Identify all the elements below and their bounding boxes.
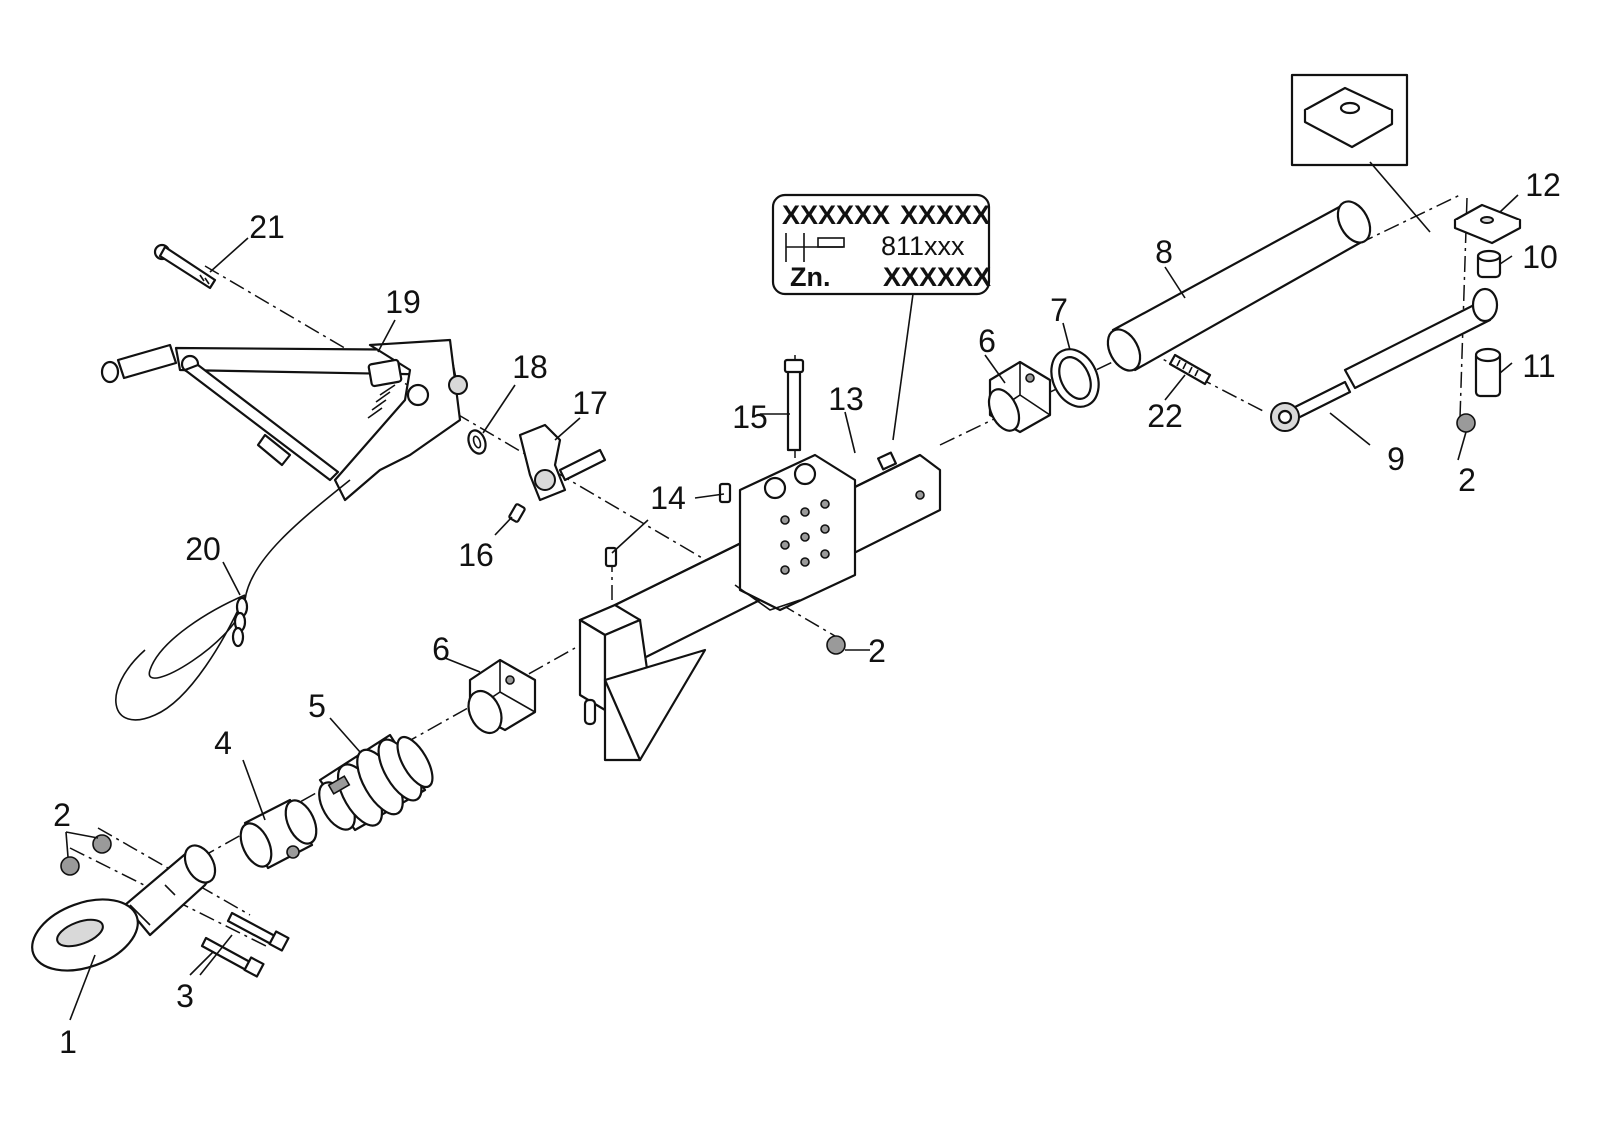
- callout-2-left: 2: [53, 797, 71, 833]
- threaded-pin-22: [1168, 353, 1212, 386]
- hand-lever: [100, 338, 468, 502]
- callout-10: 10: [1522, 239, 1558, 275]
- plate-12: [1453, 203, 1522, 245]
- type-plate-row1-right: XXXXX: [900, 200, 990, 230]
- bushing-10: [1476, 249, 1502, 279]
- frame-holes: [780, 490, 925, 575]
- type-plate: XXXXXX XXXXX 811xxx Zn. XXXXXX: [771, 193, 991, 441]
- type-plate-row3-left: Zn.: [790, 262, 831, 292]
- nut-center: [826, 635, 846, 655]
- type-plate-row3-right: XXXXXX: [883, 262, 991, 292]
- type-plate-row2-right: 811xxx: [881, 231, 965, 261]
- callout-2-center: 2: [868, 633, 886, 669]
- pull-rope: [115, 479, 351, 721]
- axis-pivot: [204, 265, 836, 637]
- callout-21: 21: [249, 209, 285, 245]
- locking-hook: [518, 423, 607, 502]
- tube: [1106, 200, 1372, 372]
- callout-2-right: 2: [1458, 462, 1476, 498]
- callout-numbers: 1 2 2 2 3 4 5 6 6 7 8 9 10 11 12 13 14 1…: [53, 167, 1561, 1060]
- axis-bolts-lower: [69, 847, 271, 949]
- leader-lines: [65, 194, 1519, 1021]
- callout-9: 9: [1387, 441, 1405, 477]
- callout-4: 4: [214, 725, 232, 761]
- callout-6-rear: 6: [978, 323, 996, 359]
- callout-1: 1: [59, 1024, 77, 1060]
- ring: [1050, 348, 1100, 408]
- gas-strut: [1270, 287, 1499, 432]
- callout-20: 20: [185, 531, 221, 567]
- callout-11: 11: [1522, 348, 1555, 384]
- bearing-block-rear: [987, 360, 1052, 434]
- axis-vertical-right: [1459, 197, 1468, 419]
- callout-12: 12: [1525, 167, 1561, 203]
- callout-16: 16: [458, 537, 494, 573]
- callout-17: 17: [572, 385, 608, 421]
- type-plate-row1-left: XXXXXX: [782, 200, 890, 230]
- long-bolt: [783, 358, 805, 452]
- callout-3: 3: [176, 978, 194, 1014]
- towing-eye: [31, 844, 217, 972]
- callout-18: 18: [512, 349, 548, 385]
- callout-22: 22: [1147, 398, 1183, 434]
- bearing-block-front: [467, 658, 537, 735]
- grease-nipple-small: [508, 503, 526, 523]
- spacer-11: [1474, 347, 1502, 398]
- type-plate-frame: [771, 193, 991, 296]
- nuts-left: [60, 834, 112, 876]
- sleeve: [239, 798, 318, 870]
- callout-13: 13: [828, 381, 864, 417]
- spring-element: [318, 733, 434, 832]
- nut-right-lower: [1456, 413, 1476, 433]
- washer: [467, 429, 487, 455]
- callout-14: 14: [650, 480, 686, 516]
- callout-6-front: 6: [432, 631, 450, 667]
- callout-15: 15: [732, 399, 768, 435]
- pin-21: [153, 243, 217, 290]
- callout-7: 7: [1050, 292, 1068, 328]
- drawbar-frame: [578, 451, 942, 762]
- hex-bolts: [200, 911, 290, 978]
- callout-19: 19: [385, 284, 421, 320]
- callout-5: 5: [308, 688, 326, 724]
- type-plate-symbol-icon: [785, 233, 845, 262]
- callout-8: 8: [1155, 234, 1173, 270]
- detail-inset: [1290, 73, 1431, 233]
